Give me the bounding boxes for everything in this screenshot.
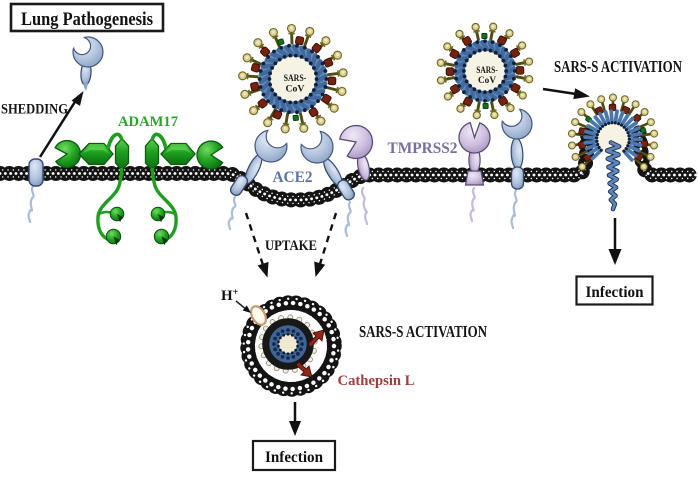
svg-text:SARS-S ACTIVATION: SARS-S ACTIVATION [359,322,487,341]
svg-text:Infection: Infection [265,449,323,466]
svg-text:CoV: CoV [478,75,497,85]
svg-text:SARS-: SARS- [476,65,498,75]
svg-text:ADAM17: ADAM17 [118,114,178,130]
svg-text:ACE2: ACE2 [273,169,313,186]
svg-text:UPTAKE: UPTAKE [265,238,317,254]
svg-text:Cathepsin L: Cathepsin L [338,373,415,389]
svg-text:CoV: CoV [286,85,305,95]
svg-text:Infection: Infection [586,284,644,301]
svg-text:SARS-S ACTIVATION: SARS-S ACTIVATION [554,57,682,76]
svg-text:TMPRSS2: TMPRSS2 [388,140,458,157]
svg-text:SHEDDING: SHEDDING [1,102,68,118]
svg-text:SARS-: SARS- [284,74,307,84]
svg-text:Lung Pathogenesis: Lung Pathogenesis [21,9,153,30]
